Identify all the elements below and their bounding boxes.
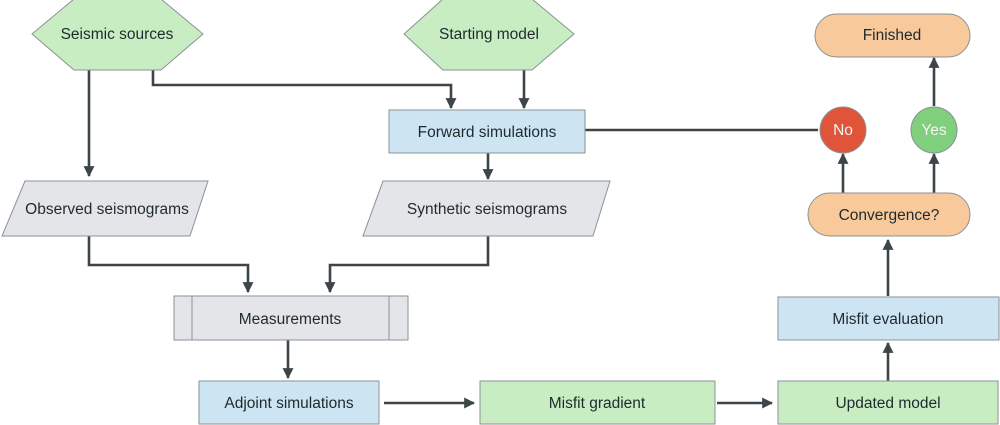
node-convergence[interactable]: Convergence? xyxy=(807,192,971,237)
hexagon-shape xyxy=(403,0,575,71)
node-seismic-sources[interactable]: Seismic sources xyxy=(31,0,204,71)
node-synthetic-seismograms[interactable]: Synthetic seismograms xyxy=(362,180,611,237)
process-box xyxy=(777,296,1000,341)
node-label: Convergence? xyxy=(839,207,940,224)
node-yes[interactable]: Yes xyxy=(910,106,958,154)
node-forward-simulations[interactable]: Forward simulations xyxy=(388,109,586,154)
process-box xyxy=(388,109,586,154)
process-box xyxy=(479,380,716,425)
node-label: Observed seismograms xyxy=(25,201,189,218)
node-misfit-evaluation[interactable]: Misfit evaluation xyxy=(777,296,1000,341)
terminal-shape xyxy=(814,13,971,58)
process-box xyxy=(777,380,999,425)
parallelogram-shape xyxy=(1,180,209,237)
predefined-process-box xyxy=(173,295,409,341)
no-circle xyxy=(819,106,867,154)
node-label: Updated model xyxy=(835,395,940,412)
node-measurements[interactable]: Measurements xyxy=(173,295,409,341)
edge-synthetic-to-measurements xyxy=(324,236,490,294)
node-label: Synthetic seismograms xyxy=(407,201,567,218)
process-box xyxy=(198,380,380,425)
node-label: Misfit gradient xyxy=(549,395,646,412)
edge-sources-to-forward xyxy=(151,70,457,110)
edges xyxy=(83,56,940,409)
node-finished[interactable]: Finished xyxy=(814,13,971,58)
node-observed-seismograms[interactable]: Observed seismograms xyxy=(1,180,209,237)
node-label: Starting model xyxy=(439,26,539,43)
node-adjoint-simulations[interactable]: Adjoint simulations xyxy=(198,380,380,425)
decision-terminal xyxy=(807,192,971,237)
edge-observed-to-measurements xyxy=(87,236,254,294)
parallelogram-shape xyxy=(362,180,611,237)
node-misfit-gradient[interactable]: Misfit gradient xyxy=(479,380,716,425)
node-updated-model[interactable]: Updated model xyxy=(777,380,999,425)
node-label: Seismic sources xyxy=(61,26,174,43)
node-label: No xyxy=(833,122,853,139)
node-label: Finished xyxy=(863,27,922,44)
yes-circle xyxy=(910,106,958,154)
node-label: Forward simulations xyxy=(418,124,557,141)
node-starting-model[interactable]: Starting model xyxy=(403,0,575,71)
node-no[interactable]: No xyxy=(819,106,867,154)
node-label: Measurements xyxy=(239,311,342,328)
node-label: Adjoint simulations xyxy=(224,395,353,412)
node-label: Misfit evaluation xyxy=(832,311,943,328)
node-label: Yes xyxy=(921,122,947,139)
hexagon-shape xyxy=(31,0,204,71)
